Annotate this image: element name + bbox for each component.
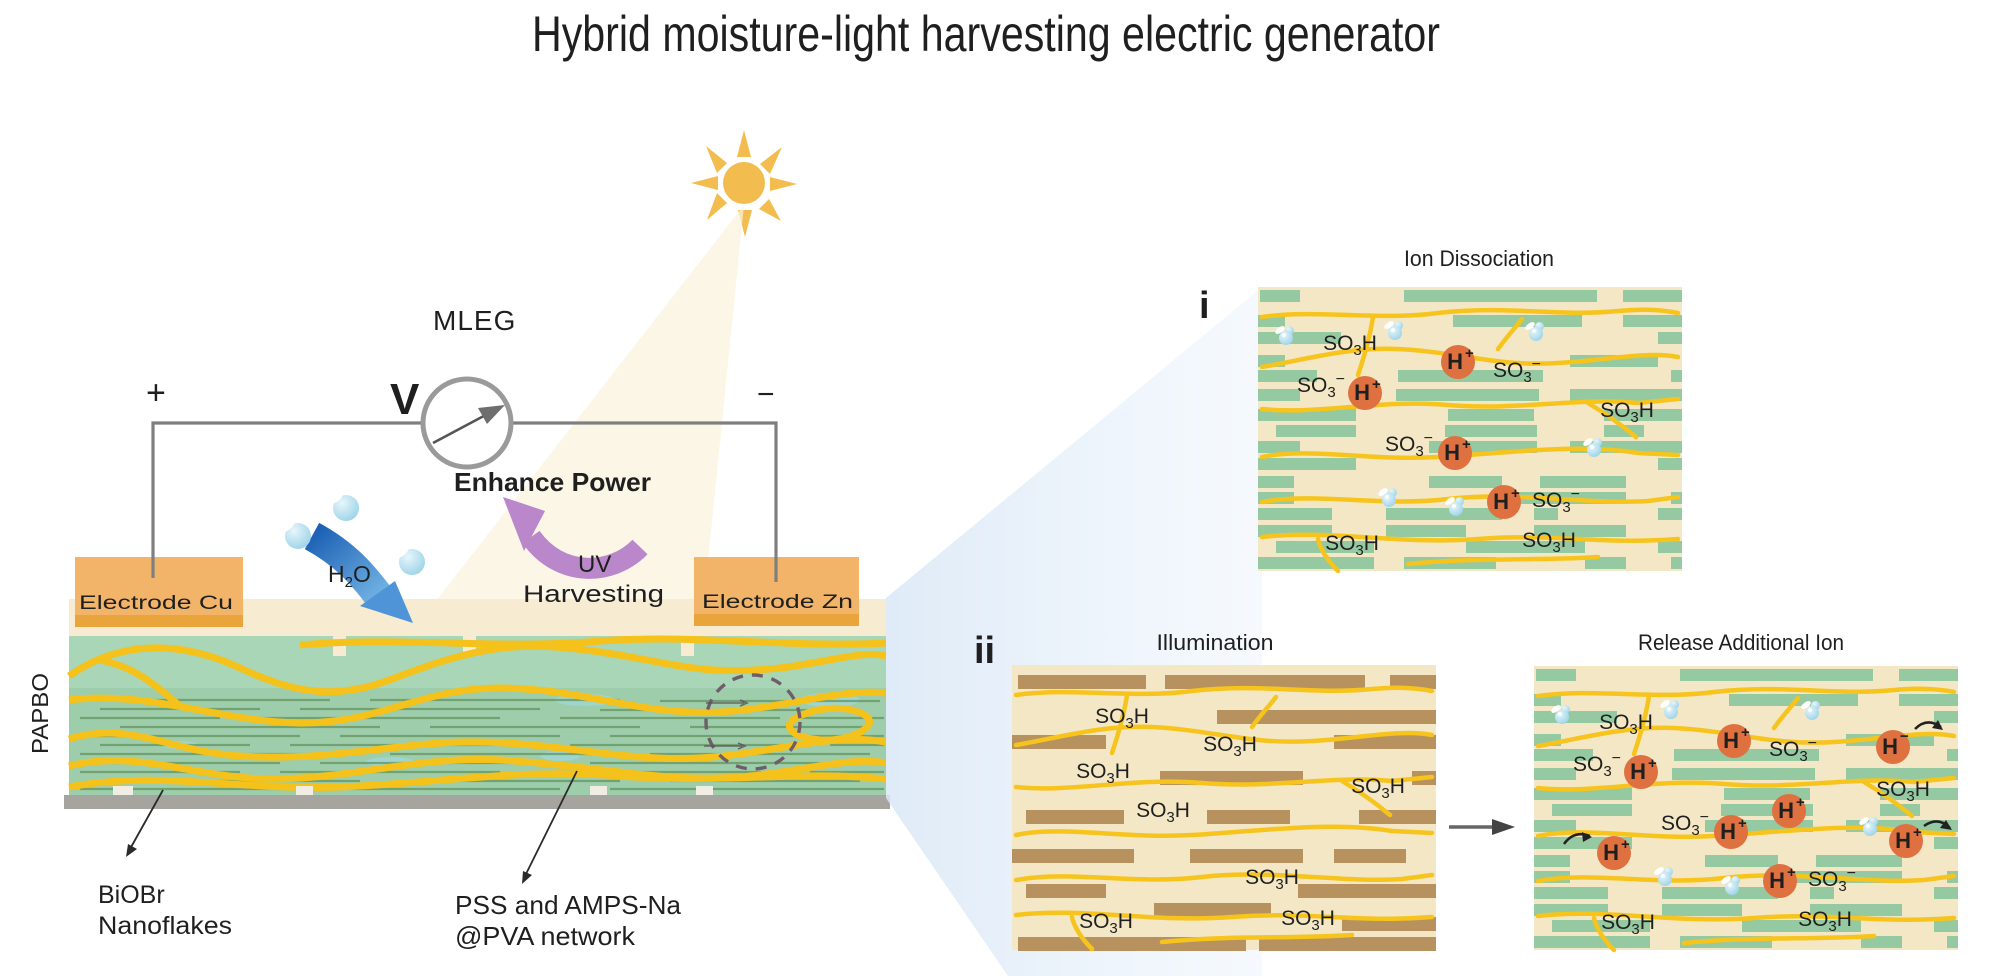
svg-text:ii: ii (974, 630, 995, 672)
svg-text:Electrode Zn: Electrode Zn (702, 592, 853, 613)
svg-text:UV: UV (578, 551, 611, 578)
svg-text:H2O: H2O (328, 561, 371, 591)
svg-text:@PVA network: @PVA network (455, 921, 636, 951)
svg-text:V: V (390, 375, 420, 424)
svg-text:Enhance Power: Enhance Power (454, 467, 651, 497)
svg-text:MLEG: MLEG (433, 305, 516, 336)
svg-text:BiOBr: BiOBr (98, 881, 165, 909)
svg-text:Hybrid moisture-light harvesti: Hybrid moisture-light harvesting electri… (532, 6, 1440, 62)
svg-text:−: − (757, 378, 775, 411)
svg-text:Ion Dissociation: Ion Dissociation (1404, 246, 1554, 271)
svg-text:Harvesting: Harvesting (523, 581, 664, 608)
svg-text:+: + (146, 374, 166, 412)
svg-text:i: i (1199, 285, 1210, 327)
svg-text:PAPBO: PAPBO (27, 673, 53, 754)
svg-text:Illumination: Illumination (1157, 630, 1274, 655)
svg-text:Nanoflakes: Nanoflakes (98, 912, 232, 940)
svg-text:Release Additional Ion: Release Additional Ion (1638, 630, 1844, 655)
svg-text:Electrode Cu: Electrode Cu (79, 593, 233, 614)
svg-text:PSS and AMPS-Na: PSS and AMPS-Na (455, 890, 682, 920)
